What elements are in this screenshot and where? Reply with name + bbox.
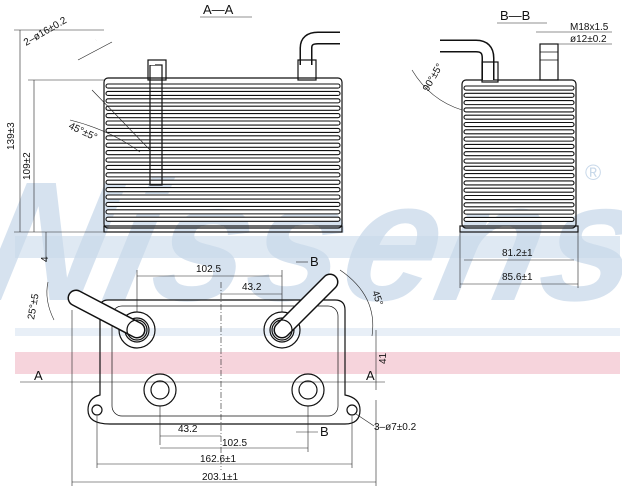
fin-plate xyxy=(105,127,341,134)
cut-a-right: A xyxy=(366,368,375,383)
dim-thread: M18x1.5 xyxy=(570,22,609,33)
fin-plate xyxy=(105,120,341,126)
fin-plate xyxy=(463,107,575,113)
fin-plate xyxy=(463,202,575,208)
section-aa-label: A—A xyxy=(203,2,234,17)
dim-pipe-dia: 2–ø16±0.2 xyxy=(22,15,69,49)
cut-b-top: B xyxy=(310,254,319,269)
registered-mark: ® xyxy=(585,160,601,185)
fin-plate xyxy=(463,209,575,215)
section-bb-label: B—B xyxy=(500,8,530,23)
dim-bottom-432: 43.2 xyxy=(178,424,198,435)
fin-plate xyxy=(463,100,575,106)
fin-plate xyxy=(463,165,575,171)
dim-top-432: 43.2 xyxy=(242,282,262,293)
fin-plate xyxy=(463,194,575,201)
cut-b-bottom: B xyxy=(320,424,329,439)
dim-bottom-1626: 162.6±1 xyxy=(200,454,237,465)
fin-plate xyxy=(463,216,575,222)
fin-plate xyxy=(105,194,341,200)
dim-bottom-1025: 102.5 xyxy=(222,438,247,449)
fin-plate xyxy=(105,113,341,119)
dim-angle-90: 90°±5° xyxy=(421,62,446,94)
fin-plate xyxy=(105,157,341,163)
dim-angle-45-plan: 45° xyxy=(369,289,385,307)
fin-plate xyxy=(463,173,575,179)
cut-a-left: A xyxy=(34,368,43,383)
fin-plate xyxy=(463,121,575,128)
dim-holes: 3–ø7±0.2 xyxy=(374,422,417,433)
fin-plate xyxy=(463,151,575,157)
fin-plate xyxy=(463,129,575,135)
fin-plate xyxy=(105,164,341,171)
section-bb-view: B—B M18x1.5 ø12±0.2 90°±5° 81.2±1 85.6±1 xyxy=(411,8,612,288)
fin-plate xyxy=(105,150,341,156)
fin-plate xyxy=(105,179,341,185)
fin-plate xyxy=(463,143,575,149)
fin-plate xyxy=(105,187,341,193)
fin-plate xyxy=(463,85,575,91)
blue-stripe xyxy=(15,236,620,258)
dim-height-core: 109±2 xyxy=(22,152,33,180)
fin-plate xyxy=(463,92,575,98)
plan-view: 102.5 43.2 B 25°±5 45° 41 A A 43.2 102.5… xyxy=(20,254,417,486)
fin-plate xyxy=(105,209,341,215)
fin-plate xyxy=(463,158,575,164)
fin-plate xyxy=(463,180,575,186)
fin-plate xyxy=(105,83,341,89)
fin-plate xyxy=(105,105,341,111)
fin-plate xyxy=(105,201,341,208)
fin-plate xyxy=(105,172,341,178)
dim-angle-25: 25°±5 xyxy=(26,292,41,320)
fin-plate xyxy=(463,187,575,193)
dim-width-812: 81.2±1 xyxy=(502,248,533,259)
fin-plate xyxy=(105,90,341,97)
pink-stripe xyxy=(15,352,620,374)
dim-top-1025: 102.5 xyxy=(196,264,221,275)
fin-plate xyxy=(463,136,575,142)
dim-base-offset: 4 xyxy=(40,256,51,262)
fin-plate xyxy=(463,114,575,120)
fin-plate xyxy=(105,142,341,148)
dim-pipe-angle-45: 45°±5° xyxy=(67,121,99,144)
dim-bore: ø12±0.2 xyxy=(570,34,607,45)
dim-bottom-2031: 203.1±1 xyxy=(202,472,239,483)
dim-height-total: 139±3 xyxy=(6,122,17,150)
dim-height-41: 41 xyxy=(378,352,389,364)
blue-stripe-2 xyxy=(15,328,620,336)
fin-plate xyxy=(105,216,341,222)
dim-width-856: 85.6±1 xyxy=(502,272,533,283)
fin-plate xyxy=(105,135,341,141)
fin-plate xyxy=(105,98,341,104)
